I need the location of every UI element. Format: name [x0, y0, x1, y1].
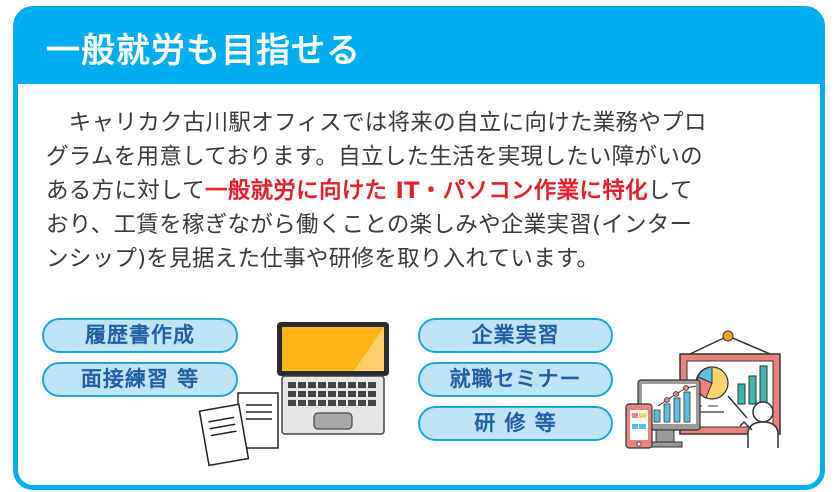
description-line: ンシップ)を見据えた仕事や研修を取り入れています。	[46, 246, 600, 272]
info-card: 一般就労も目指せる キャリカク古川駅オフィスでは将来の自立に向けた業務やプロ グ…	[13, 6, 825, 490]
card-title: 一般就労も目指せる	[46, 31, 361, 71]
pill-job-seminar: 就職セミナー	[418, 362, 613, 397]
presenter-icon	[727, 395, 779, 448]
pill-interview-practice: 面接練習 等	[42, 362, 238, 397]
description-line: グラムを用意しております。自立した生活を実現したい障がいの	[46, 144, 703, 170]
documents-icon	[198, 392, 279, 467]
description-line: キャリカク古川駅オフィスでは将来の自立に向けた業務やプロ	[46, 110, 707, 136]
pill-resume-writing: 履歴書作成	[42, 318, 238, 353]
description-line: おり、工賃を稼ぎながら働くことの楽しみや企業実習(インター	[46, 212, 693, 238]
pill-training: 研 修 等	[418, 406, 613, 441]
description-line: ある方に対して一般就労に向けた IT・パソコン作業に特化して	[46, 178, 693, 204]
pill-internship: 企業実習	[418, 318, 613, 353]
card-header: 一般就労も目指せる	[18, 11, 820, 84]
description-paragraph: キャリカク古川駅オフィスでは将来の自立に向けた業務やプロ グラムを用意しておりま…	[46, 106, 804, 276]
presentation-illustration	[625, 330, 781, 449]
laptop-icon	[277, 322, 389, 435]
tablet-icon	[625, 403, 653, 449]
highlighted-text: 一般就労に向けた IT・パソコン作業に特化	[204, 178, 648, 204]
